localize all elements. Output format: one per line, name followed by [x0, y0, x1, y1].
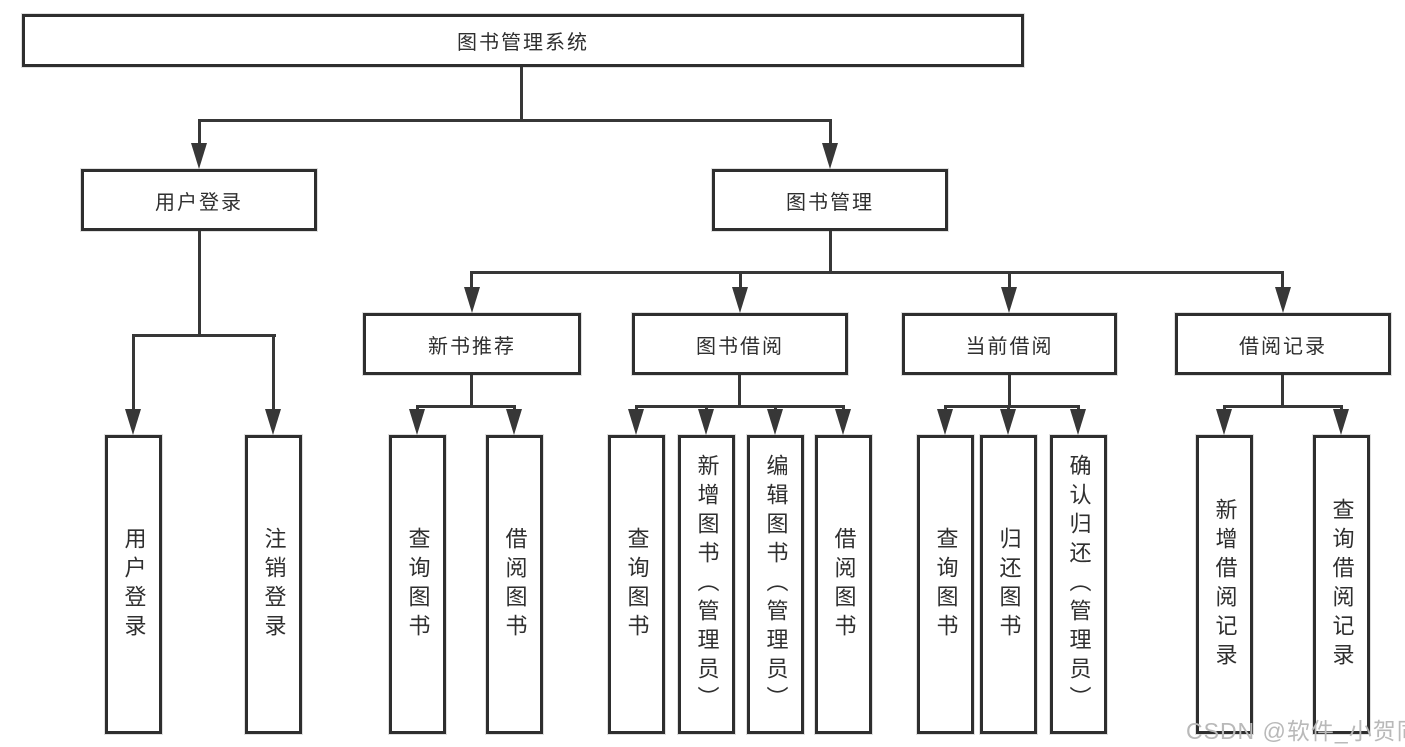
connector-line [198, 119, 832, 122]
node-new-book-recommendation: 新书推荐 [363, 313, 581, 375]
node-label: 新增借阅记录 [1212, 497, 1238, 672]
node-label: 查询借阅记录 [1329, 497, 1355, 672]
leaf-logout: 注销登录 [245, 435, 302, 734]
connector-line [132, 334, 135, 410]
arrow-down-icon [698, 409, 714, 435]
node-label: 图书管理系统 [457, 32, 589, 54]
connector-line [635, 405, 845, 408]
arrow-down-icon [1333, 409, 1349, 435]
node-label: 用户登录 [121, 526, 147, 643]
node-current-borrowing: 当前借阅 [902, 313, 1117, 375]
leaf-edit-books-admin: 编辑图书（管理员） [747, 435, 804, 734]
arrow-down-icon [125, 409, 141, 435]
arrow-down-icon [1275, 287, 1291, 313]
arrow-down-icon [628, 409, 644, 435]
connector-line [1281, 271, 1284, 291]
leaf-query-books-current: 查询图书 [917, 435, 974, 734]
node-label: 查询图书 [933, 526, 959, 643]
connector-line [520, 67, 523, 121]
node-book-borrowing: 图书借阅 [632, 313, 848, 375]
node-label: 查询图书 [405, 526, 431, 643]
arrow-down-icon [506, 409, 522, 435]
node-book-management: 图书管理 [712, 169, 948, 231]
connector-line [829, 119, 832, 147]
connector-line [470, 375, 473, 407]
arrow-down-icon [767, 409, 783, 435]
leaf-add-books-admin: 新增图书（管理员） [678, 435, 735, 734]
connector-line [198, 119, 201, 147]
connector-line [416, 405, 516, 408]
arrow-down-icon [937, 409, 953, 435]
arrow-down-icon [1001, 287, 1017, 313]
connector-line [1281, 375, 1284, 407]
connector-line [1008, 271, 1011, 291]
node-label: 借阅记录 [1239, 335, 1327, 358]
connector-line [944, 405, 1080, 408]
node-user-login: 用户登录 [81, 169, 317, 231]
leaf-return-books: 归还图书 [980, 435, 1037, 734]
node-label: 注销登录 [261, 526, 287, 643]
leaf-borrow-books-recommend: 借阅图书 [486, 435, 543, 734]
node-label: 用户登录 [155, 191, 243, 214]
node-borrowing-records: 借阅记录 [1175, 313, 1391, 375]
arrow-down-icon [265, 409, 281, 435]
node-label: 借阅图书 [831, 526, 857, 643]
connector-line [738, 375, 741, 407]
connector-line [470, 271, 473, 291]
leaf-query-books-recommend: 查询图书 [389, 435, 446, 734]
node-label: 新增图书（管理员） [694, 454, 720, 715]
connector-line [1008, 375, 1011, 407]
node-label: 归还图书 [996, 526, 1022, 643]
arrow-down-icon [1070, 409, 1086, 435]
arrow-down-icon [191, 143, 207, 169]
connector-line [198, 231, 201, 336]
leaf-confirm-return-admin: 确认归还（管理员） [1050, 435, 1107, 734]
node-label: 查询图书 [624, 526, 650, 643]
arrow-down-icon [1000, 409, 1016, 435]
connector-line [1223, 405, 1343, 408]
leaf-query-books-borrow: 查询图书 [608, 435, 665, 734]
node-label: 新书推荐 [428, 335, 516, 358]
node-label: 借阅图书 [502, 526, 528, 643]
node-label: 编辑图书（管理员） [763, 454, 789, 715]
node-label: 当前借阅 [965, 335, 1054, 358]
node-label: 图书借阅 [696, 335, 784, 358]
arrow-down-icon [464, 287, 480, 313]
leaf-add-borrow-record: 新增借阅记录 [1196, 435, 1253, 734]
node-label: 图书管理 [786, 191, 874, 214]
connector-line [272, 334, 275, 410]
arrow-down-icon [1216, 409, 1232, 435]
connector-line [471, 271, 1283, 274]
arrow-down-icon [835, 409, 851, 435]
leaf-query-borrow-record: 查询借阅记录 [1313, 435, 1370, 734]
connector-line [132, 334, 276, 337]
node-library-management-system: 图书管理系统 [22, 14, 1024, 67]
node-label: 确认归还（管理员） [1066, 454, 1092, 715]
arrow-down-icon [732, 287, 748, 313]
leaf-borrow-books: 借阅图书 [815, 435, 872, 734]
connector-line [829, 231, 832, 273]
leaf-user-login: 用户登录 [105, 435, 162, 734]
watermark: CSDN @软件_小贺同学 [1186, 718, 1405, 744]
connector-line [739, 271, 742, 291]
arrow-down-icon [822, 143, 838, 169]
arrow-down-icon [409, 409, 425, 435]
